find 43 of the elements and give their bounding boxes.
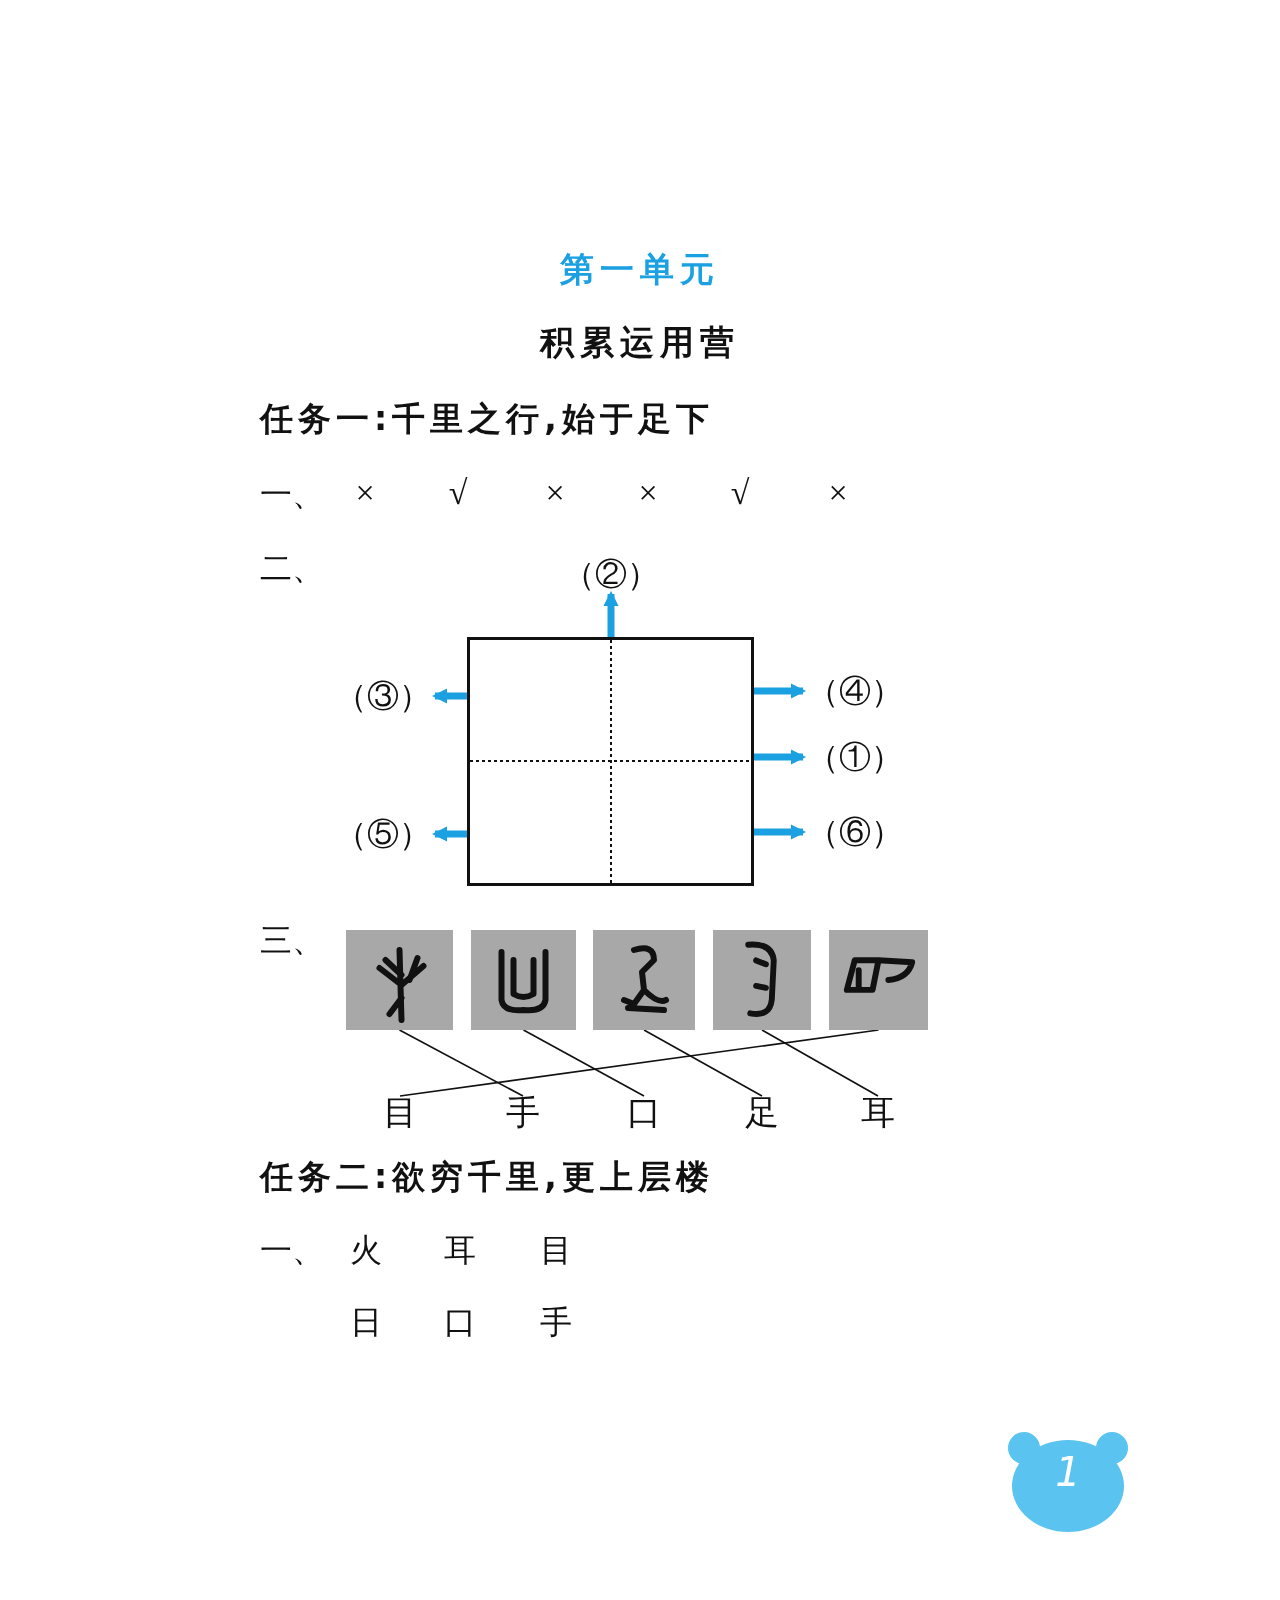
check-mark: √ bbox=[730, 476, 750, 510]
circled-number-label: （⑥） bbox=[807, 816, 903, 848]
answer-character: 口 bbox=[444, 1306, 476, 1338]
matching-line bbox=[398, 1029, 524, 1097]
cross-mark: × bbox=[545, 476, 565, 510]
answer-character: 火 bbox=[350, 1234, 382, 1266]
answer-character: 耳 bbox=[444, 1234, 476, 1266]
question-number: 一、 bbox=[260, 478, 324, 510]
ancient-glyph-picture bbox=[346, 930, 453, 1030]
matching-line bbox=[761, 1029, 879, 1097]
square-frame bbox=[467, 637, 754, 886]
question-number: 一、 bbox=[260, 1234, 324, 1266]
answer-character: 日 bbox=[350, 1306, 382, 1338]
answer-character: 目 bbox=[540, 1234, 572, 1266]
answer-character: 口 bbox=[627, 1096, 661, 1130]
circled-number-label: （③） bbox=[335, 680, 431, 712]
ancient-glyph-picture bbox=[471, 930, 576, 1030]
cross-mark: × bbox=[638, 476, 658, 510]
answer-character: 足 bbox=[745, 1096, 779, 1130]
matching-line bbox=[643, 1029, 763, 1097]
question-number: 三、 bbox=[260, 924, 324, 956]
page-number: 1 bbox=[1055, 1452, 1081, 1492]
circled-number-label: （④） bbox=[807, 675, 903, 707]
cross-mark: × bbox=[828, 476, 848, 510]
task-heading: 任务一:千里之行,始于足下 bbox=[260, 402, 714, 435]
answer-character: 手 bbox=[540, 1306, 572, 1338]
answer-character: 手 bbox=[506, 1096, 540, 1130]
matching-line bbox=[522, 1029, 645, 1097]
cross-mark: × bbox=[355, 476, 375, 510]
circled-number-label: （②） bbox=[563, 558, 659, 590]
answer-character: 耳 bbox=[861, 1096, 895, 1130]
task-heading: 任务二:欲穷千里,更上层楼 bbox=[260, 1160, 714, 1193]
unit-title: 第一单元 bbox=[560, 252, 720, 286]
ancient-glyph-picture bbox=[713, 930, 811, 1030]
ancient-glyph-picture bbox=[593, 930, 695, 1030]
answer-character: 目 bbox=[383, 1096, 417, 1130]
check-mark: √ bbox=[448, 476, 468, 510]
matching-line bbox=[399, 1029, 880, 1097]
section-heading: 积累运用营 bbox=[540, 326, 740, 360]
circled-number-label: （①） bbox=[807, 741, 903, 773]
ancient-glyph-picture bbox=[829, 930, 928, 1030]
circled-number-label: （⑤） bbox=[335, 818, 431, 850]
question-number: 二、 bbox=[260, 552, 324, 584]
